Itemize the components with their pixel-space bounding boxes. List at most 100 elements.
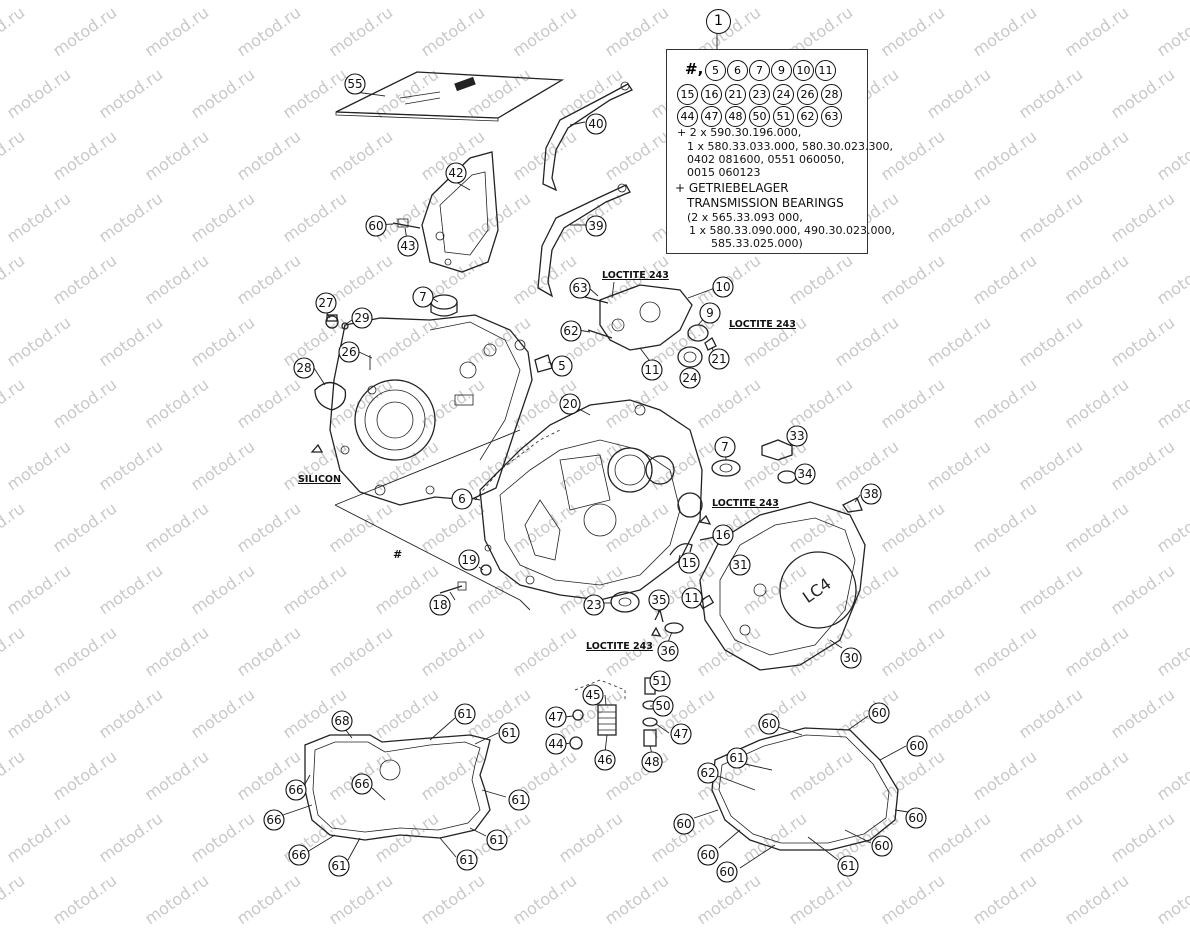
callout-10: 10 [712,276,734,298]
callout-number: 39 [588,219,603,233]
callout-number: 11 [684,591,699,605]
kit-ref-badge: 26 [797,84,818,105]
callout-number: 62 [563,324,578,338]
kit-line: 1 x 580.33.033.000, 580.30.023.300, [687,140,893,153]
kit-marker: # [393,548,403,561]
callout-number: 66 [288,783,303,797]
callout-number: 60 [909,739,924,753]
callout-circle [712,276,734,298]
callout-40: 40 [585,113,607,135]
silicon-label: SILICON [298,474,341,485]
callout-circle [583,594,605,616]
kit-line: + 2 x 590.30.196.000, [677,126,802,139]
callout-number: 60 [871,706,886,720]
callout-circle [906,735,928,757]
callout-number: 33 [789,429,804,443]
callout-number: 21 [711,352,726,366]
crankcase-gasket-left [304,734,491,841]
callout-circle [699,302,721,324]
callout-circle [758,713,780,735]
callout-circle [837,855,859,877]
callout-33: 33 [786,425,808,447]
right-crankcase-half [479,399,703,601]
callout-circle [652,695,674,717]
kit-ref-badge: 62 [797,106,818,127]
callout-60: 60 [906,735,928,757]
callout-34: 34 [794,463,816,485]
kit-line: 0015 060123 [687,166,761,179]
callout-38: 38 [860,483,882,505]
callout-circle [458,549,480,571]
callout-number: 5 [558,359,566,373]
callout-5: 5 [551,355,573,377]
callout-number: 61 [729,751,744,765]
callout-60: 60 [758,713,780,735]
callout-61: 61 [456,849,478,871]
callout-number: 40 [588,117,603,131]
callout-61: 61 [508,789,530,811]
kit-ref-badge: 21 [725,84,746,105]
loctite-label: LOCTITE 243 [586,641,653,652]
svg-text:LC4: LC4 [799,574,835,607]
callout-number: 50 [655,699,670,713]
callout-43: 43 [397,235,419,257]
callout-number: 7 [721,440,729,454]
callout-number: 61 [331,859,346,873]
kit-ref-badge: 6 [727,60,748,81]
clutch-cover-gasket [711,727,899,851]
left-case-small-parts [310,294,553,453]
callout-circle [641,751,663,773]
callout-28: 28 [293,357,315,379]
callout-24: 24 [679,367,701,389]
callout-number: 68 [334,714,349,728]
callout-number: 36 [660,644,675,658]
callout-66: 66 [351,773,373,795]
callout-16: 16 [712,524,734,546]
callout-circle [569,277,591,299]
callout-36: 36 [657,640,679,662]
callout-circle [456,849,478,871]
small-hardware [439,514,716,637]
callout-circle [708,348,730,370]
callout-66: 66 [288,844,310,866]
callout-number: 66 [266,813,281,827]
callout-62: 62 [697,762,719,784]
callout-number: 61 [840,859,855,873]
callout-47: 47 [545,706,567,728]
callout-61: 61 [837,855,859,877]
callout-number: 6 [458,492,466,506]
callout-66: 66 [263,809,285,831]
callout-number: 15 [681,556,696,570]
callout-number: 11 [644,363,659,377]
callout-number: 43 [400,239,415,253]
kit-line: 1 x 580.33.090.000, 490.30.023.000, [689,224,895,237]
callout-circle [681,587,703,609]
callout-circle [486,829,508,851]
callout-number: 16 [715,528,730,542]
kit-line: 585.33.025.000) [711,237,803,250]
callout-circle [288,844,310,866]
kit-ref-badge: 63 [821,106,842,127]
callout-number: 46 [597,753,612,767]
callout-number: 66 [291,848,306,862]
kit-ref-badge: 28 [821,84,842,105]
callout-39: 39 [585,215,607,237]
cable-bracket-lower [537,183,631,298]
callout-60: 60 [365,215,387,237]
callout-circle [697,762,719,784]
callout-60: 60 [905,807,927,829]
kit-ref-badge: 9 [771,60,792,81]
callout-29: 29 [351,307,373,329]
callout-11: 11 [641,359,663,381]
callout-number: 44 [548,737,563,751]
callout-20: 20 [559,393,581,415]
callout-number: 60 [719,865,734,879]
callout-11: 11 [681,587,703,609]
callout-circle [545,706,567,728]
callout-circle [712,524,734,546]
callout-61: 61 [486,829,508,851]
callout-circle [905,807,927,829]
callout-circle [582,684,604,706]
